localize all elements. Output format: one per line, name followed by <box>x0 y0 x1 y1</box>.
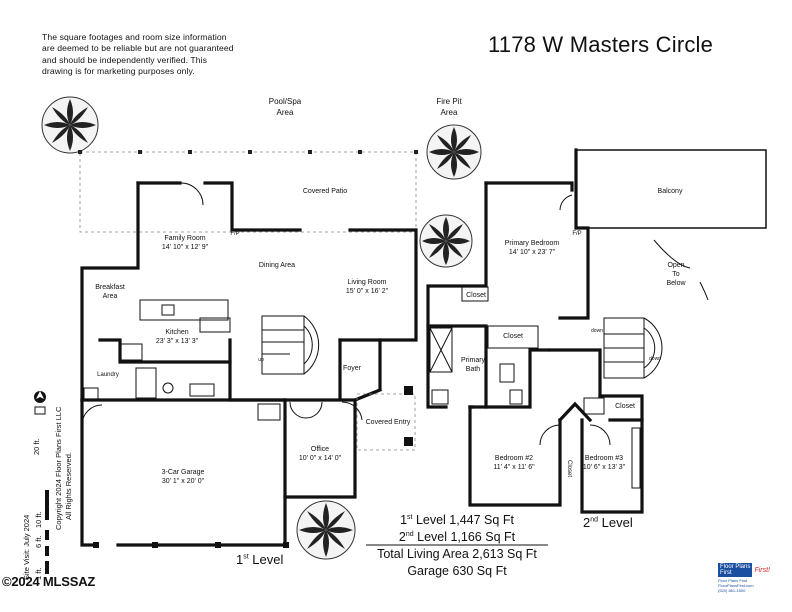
tree-icon <box>426 124 482 180</box>
first-level-label: 1st Level <box>236 552 284 567</box>
scale-10ft: 10 ft. <box>34 511 43 528</box>
tree-icon <box>41 96 99 154</box>
first-level-sqft: 1st Level 1,447 Sq Ft <box>400 513 514 527</box>
laundry-label: Laundry <box>97 372 119 378</box>
fireplace-label-2: F/P <box>572 231 582 237</box>
closet-label-4: Closet <box>566 460 572 478</box>
compass-icon <box>34 391 46 415</box>
stairs-down-label-2: down <box>649 356 661 362</box>
disclaimer-text: The square footages and room size inform… <box>42 32 234 77</box>
stairs-second-level <box>603 317 663 379</box>
copyright-text: Copyright 2024 Floor Plans First LLC <box>54 406 63 530</box>
closet-label-1: Closet <box>466 292 486 299</box>
scale-20ft: 20 ft. <box>32 438 41 455</box>
foyer-label: Foyer <box>343 365 361 372</box>
mls-watermark: ©2024 MLSSAZ <box>2 574 96 589</box>
total-living-area: Total Living Area 2,613 Sq Ft <box>377 547 537 561</box>
rights-text: All Rights Reserved. <box>64 452 73 520</box>
tree-icon <box>419 214 473 268</box>
fireplace-label: F/P <box>230 231 240 237</box>
second-level-sqft: 2nd Level 1,166 Sq Ft <box>398 530 516 544</box>
scale-bar <box>45 490 49 574</box>
stairs-first-level <box>261 315 320 375</box>
stairs-up-label: up <box>258 357 264 363</box>
garage-sqft: Garage 630 Sq Ft <box>407 564 507 578</box>
balcony-label: Balcony <box>657 188 683 195</box>
site-visit-text: Site Visit: July 2024 <box>22 514 31 580</box>
covered-entry-label: Covered Entry <box>365 419 411 426</box>
property-address: 1178 W Masters Circle <box>488 32 714 57</box>
closet-label-2: Closet <box>503 333 523 340</box>
covered-patio-label: Covered Patio <box>302 188 348 195</box>
stairs-down-label-1: down <box>591 328 603 334</box>
dining-area-label: Dining Area <box>258 262 296 269</box>
scale-6ft: 6 ft. <box>34 535 43 548</box>
second-level-label: 2nd Level <box>583 515 633 530</box>
tree-icon <box>296 500 356 560</box>
closet-label-3: Closet <box>615 403 635 410</box>
floor-plans-first-logo: Floor Plans First First! Floor Plans Fir… <box>718 563 770 593</box>
